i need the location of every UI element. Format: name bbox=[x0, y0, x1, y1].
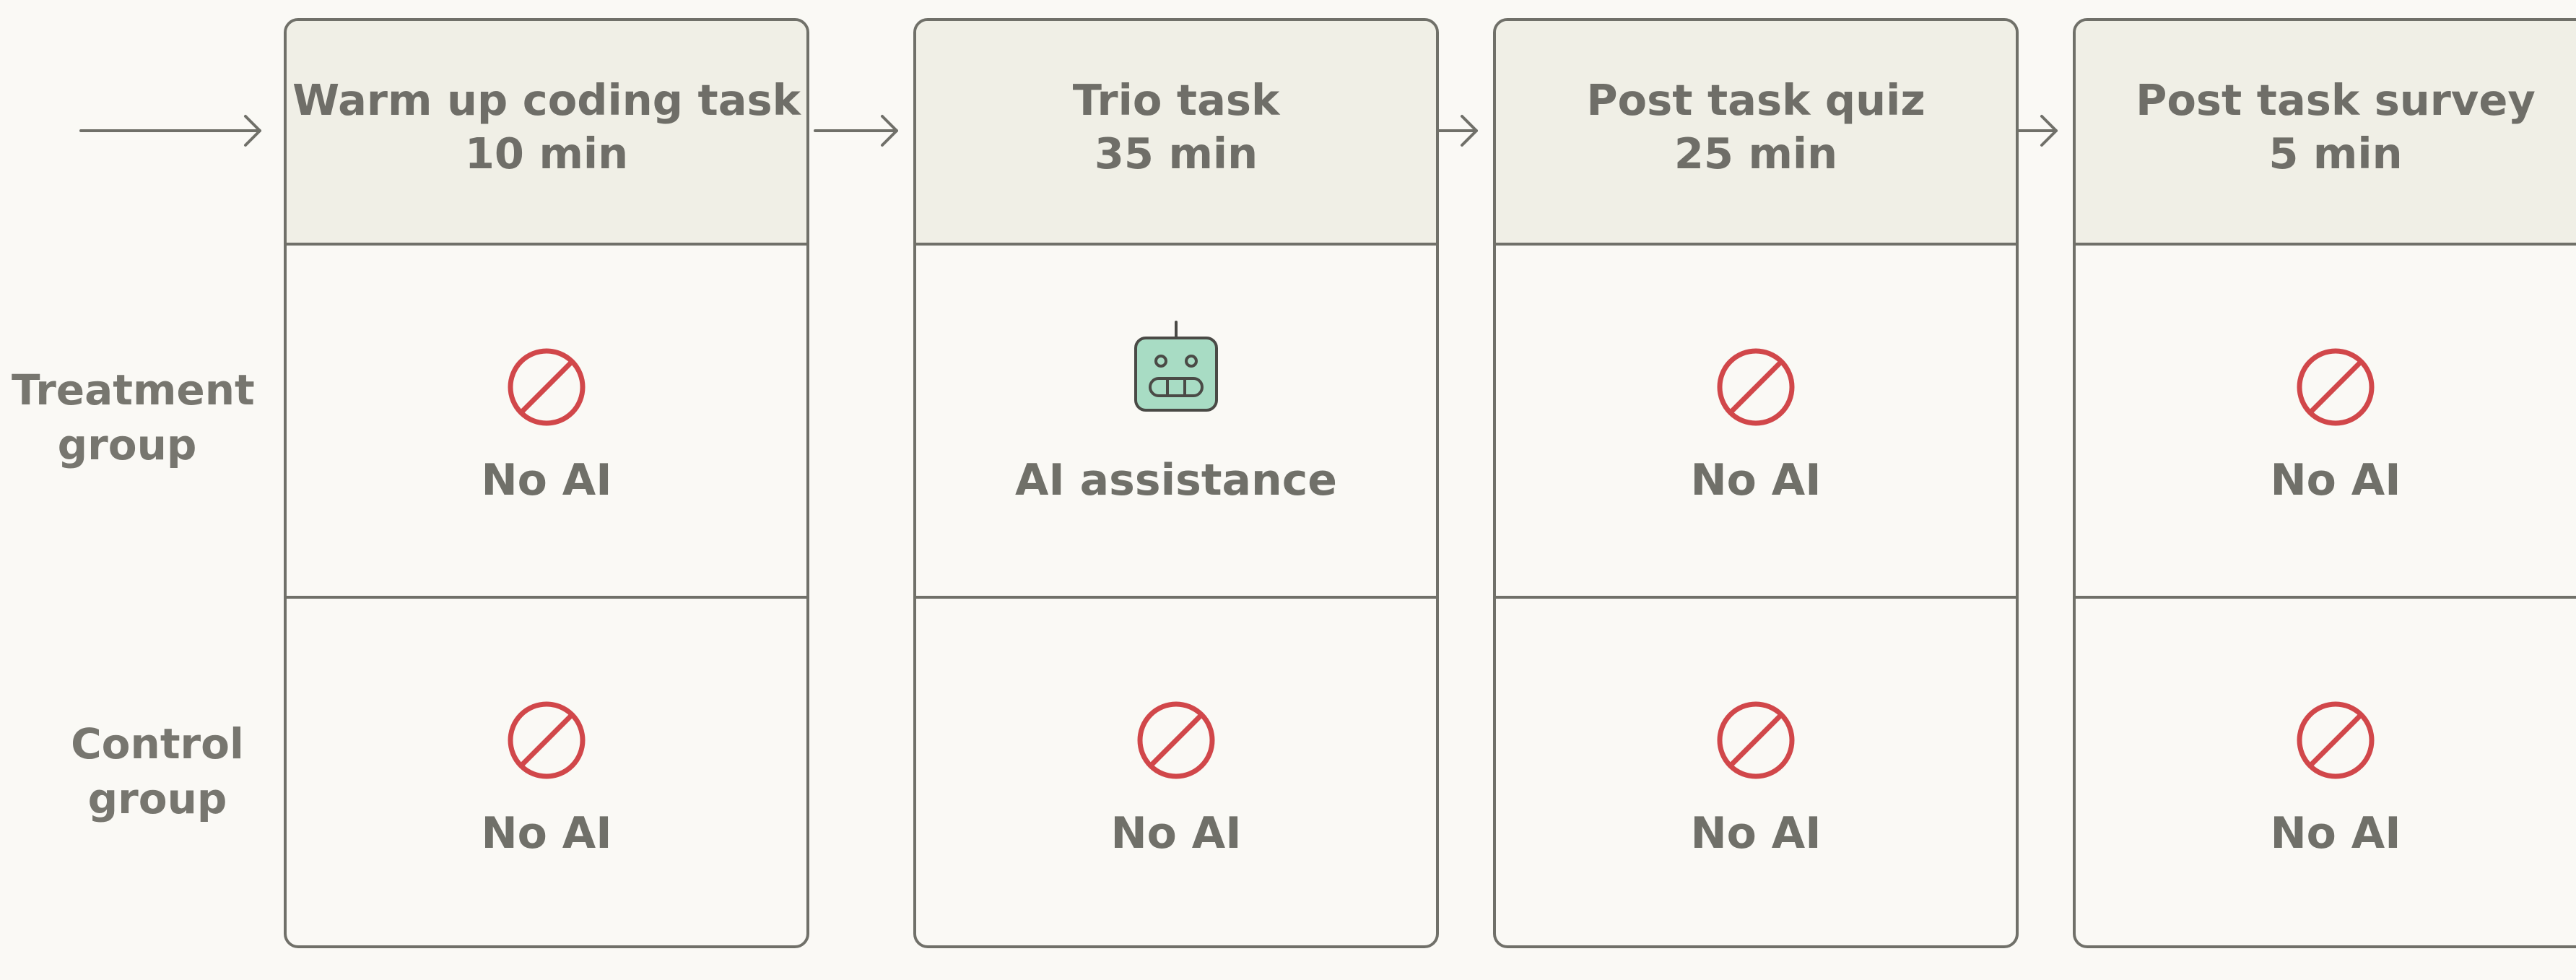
stage-trio-task: Trio task 35 min AI assistance No AI bbox=[913, 18, 1439, 948]
cell-label: No AI bbox=[2270, 455, 2401, 506]
cell-label: AI assistance bbox=[1015, 455, 1337, 506]
stage-title: Post task survey bbox=[2136, 74, 2536, 125]
cell-control: No AI bbox=[1496, 599, 2016, 945]
no-ai-icon bbox=[1137, 701, 1215, 779]
cell-label: No AI bbox=[1690, 455, 1822, 506]
stage-header: Warm up coding task 10 min bbox=[287, 21, 806, 246]
cell-label: No AI bbox=[481, 808, 612, 859]
cell-label: No AI bbox=[1690, 808, 1822, 859]
robot-icon bbox=[1134, 321, 1218, 412]
stage-title: Trio task bbox=[1072, 74, 1280, 125]
stage-duration: 10 min bbox=[464, 128, 629, 178]
no-ai-icon bbox=[2297, 348, 2375, 426]
stage-post-task-survey: Post task survey 5 min No AI No AI bbox=[2073, 18, 2576, 948]
arrow-stage1-to-stage2 bbox=[814, 115, 898, 147]
cell-treatment: AI assistance bbox=[916, 246, 1436, 599]
no-ai-icon bbox=[1717, 701, 1795, 779]
no-ai-icon bbox=[508, 348, 586, 426]
cell-control: No AI bbox=[916, 599, 1436, 945]
stage-header: Post task quiz 25 min bbox=[1496, 21, 2016, 246]
row-label-treatment-group: Treatment group bbox=[12, 365, 255, 469]
row-label-control-group: Control group bbox=[71, 719, 244, 823]
cell-label: No AI bbox=[1110, 808, 1242, 859]
no-ai-icon bbox=[2297, 701, 2375, 779]
cell-label: No AI bbox=[481, 455, 612, 506]
stage-warm-up-coding-task: Warm up coding task 10 min No AI No AI bbox=[284, 18, 809, 948]
stage-duration: 35 min bbox=[1094, 128, 1258, 178]
no-ai-icon bbox=[508, 701, 586, 779]
cell-control: No AI bbox=[2076, 599, 2576, 945]
cell-treatment: No AI bbox=[287, 246, 806, 599]
stage-post-task-quiz: Post task quiz 25 min No AI No AI bbox=[1493, 18, 2019, 948]
stage-title: Warm up coding task bbox=[292, 74, 801, 125]
no-ai-icon bbox=[1717, 348, 1795, 426]
stage-header: Trio task 35 min bbox=[916, 21, 1436, 246]
stage-duration: 5 min bbox=[2268, 128, 2403, 178]
stage-duration: 25 min bbox=[1674, 128, 1838, 178]
cell-treatment: No AI bbox=[2076, 246, 2576, 599]
cell-label: No AI bbox=[2270, 808, 2401, 859]
cell-control: No AI bbox=[287, 599, 806, 945]
stage-title: Post task quiz bbox=[1586, 74, 1926, 125]
entry-arrow bbox=[79, 115, 261, 147]
cell-treatment: No AI bbox=[1496, 246, 2016, 599]
stage-header: Post task survey 5 min bbox=[2076, 21, 2576, 246]
